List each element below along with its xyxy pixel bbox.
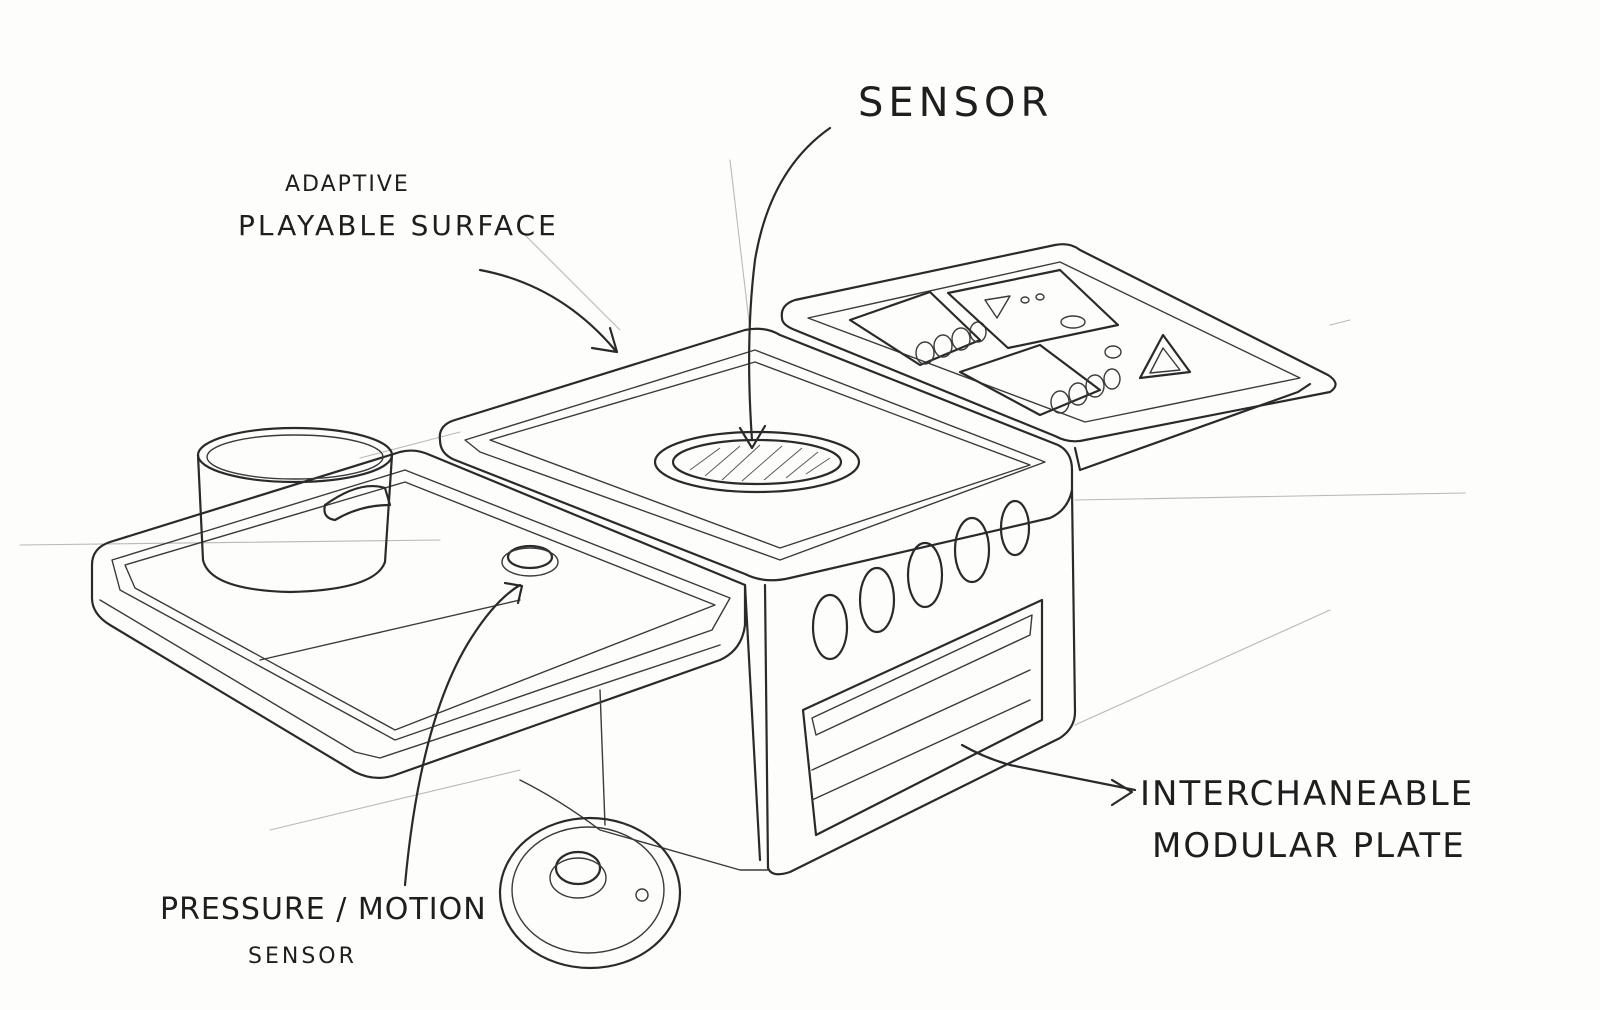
label-modular-plate: MODULAR PLATE: [1152, 826, 1466, 866]
label-interchangeable: INTERCHANEABLE: [1140, 774, 1475, 814]
sensor-pad: [653, 430, 861, 494]
pot-handle: [323, 484, 392, 522]
knob-1: [811, 593, 849, 661]
knob-4: [953, 516, 991, 584]
arrow-modular-plate: [960, 743, 1137, 792]
cooktop-cube: [438, 327, 1077, 876]
control-plate: [780, 243, 1337, 472]
arrow-sensor: [748, 126, 832, 442]
left-tray: [90, 449, 747, 779]
battery-cells: [848, 290, 1121, 417]
lid-knob: [554, 850, 602, 886]
label-adaptive: ADAPTIVE: [285, 172, 410, 197]
knob-3: [906, 541, 944, 609]
knob-2: [858, 566, 896, 634]
label-pressure-motion: PRESSURE / MOTION: [160, 892, 487, 927]
modular-plate-slot: [801, 598, 1044, 837]
annotation-arrows: [403, 126, 1137, 887]
pot: [196, 426, 394, 594]
arrow-playable-surface: [478, 268, 617, 352]
pressure-sensor-button: [506, 544, 554, 570]
construction-lines: [19, 159, 1466, 831]
triangle-icon: [1138, 333, 1192, 380]
label-playable-surface: PLAYABLE SURFACE: [238, 209, 559, 242]
label-sensor: SENSOR: [858, 80, 1054, 126]
pot-lid: [498, 816, 682, 970]
label-sensor-bottom: SENSOR: [248, 944, 357, 969]
arrow-pressure-sensor: [403, 583, 522, 887]
display-panel: [946, 268, 1120, 350]
knob-5: [999, 499, 1031, 557]
